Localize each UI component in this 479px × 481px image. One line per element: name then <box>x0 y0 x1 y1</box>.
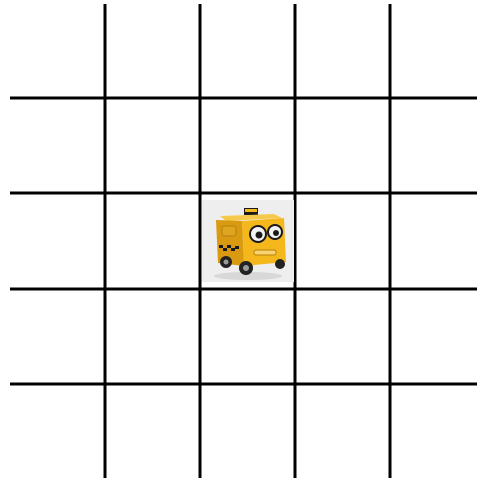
robot-left-pupil <box>256 232 263 239</box>
robot-side-window <box>222 226 236 236</box>
robot-roof-sign-face <box>245 209 257 212</box>
robot-mouth <box>254 250 276 255</box>
robot-right-pupil <box>273 230 279 236</box>
taxi-robot-icon <box>202 200 294 282</box>
robot-body-front <box>242 218 286 266</box>
